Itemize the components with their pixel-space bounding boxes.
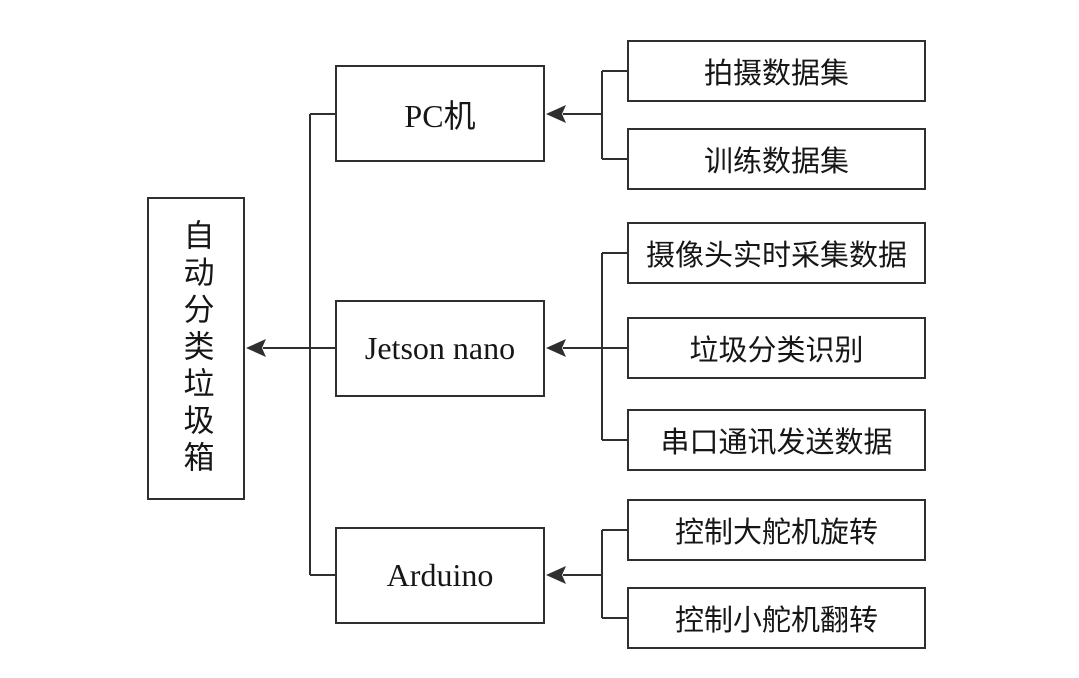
node-leaf-shoot-dataset-label: 拍摄数据集: [703, 58, 849, 90]
node-module-arduino: Arduino: [335, 527, 545, 624]
pc-bracket-lines: [563, 70, 627, 160]
root-bracket-lines: [263, 113, 335, 576]
node-module-jetson-nano-label: Jetson nano: [364, 330, 516, 366]
node-leaf-large-servo-rotate-label: 控制大舵机旋转: [674, 517, 878, 549]
arduino-arrowhead-icon: [546, 566, 566, 584]
node-root: 自动分类垃圾箱: [147, 197, 245, 500]
node-module-arduino-label: Arduino: [386, 557, 494, 593]
node-leaf-camera-realtime-capture-label: 摄像头实时采集数据: [645, 240, 907, 272]
node-root-label: 自动分类垃圾箱: [178, 219, 214, 478]
pc-arrowhead-icon: [546, 105, 566, 123]
node-leaf-shoot-dataset: 拍摄数据集: [627, 40, 926, 102]
root-bracket: [246, 113, 335, 576]
node-module-pc-label: PC机: [404, 97, 476, 134]
node-leaf-small-servo-flip: 控制小舵机翻转: [627, 587, 926, 649]
node-module-pc: PC机: [335, 65, 545, 162]
node-leaf-serial-send-data-label: 串口通讯发送数据: [660, 427, 893, 459]
arduino-bracket: [546, 529, 627, 619]
node-leaf-large-servo-rotate: 控制大舵机旋转: [627, 499, 926, 561]
jetson-bracket: [546, 252, 627, 441]
arduino-bracket-lines: [563, 529, 627, 619]
node-leaf-garbage-classification: 垃圾分类识别: [627, 317, 926, 379]
node-leaf-camera-realtime-capture: 摄像头实时采集数据: [627, 222, 926, 284]
node-leaf-train-dataset-label: 训练数据集: [703, 146, 849, 178]
jetson-arrowhead-icon: [546, 339, 566, 357]
jetson-bracket-lines: [563, 252, 627, 441]
node-leaf-garbage-classification-label: 垃圾分类识别: [689, 335, 864, 367]
node-module-jetson-nano: Jetson nano: [335, 300, 545, 397]
node-leaf-train-dataset: 训练数据集: [627, 128, 926, 190]
node-leaf-small-servo-flip-label: 控制小舵机翻转: [674, 605, 878, 637]
node-leaf-serial-send-data: 串口通讯发送数据: [627, 409, 926, 471]
pc-bracket: [546, 70, 627, 160]
root-arrowhead-icon: [246, 339, 266, 357]
